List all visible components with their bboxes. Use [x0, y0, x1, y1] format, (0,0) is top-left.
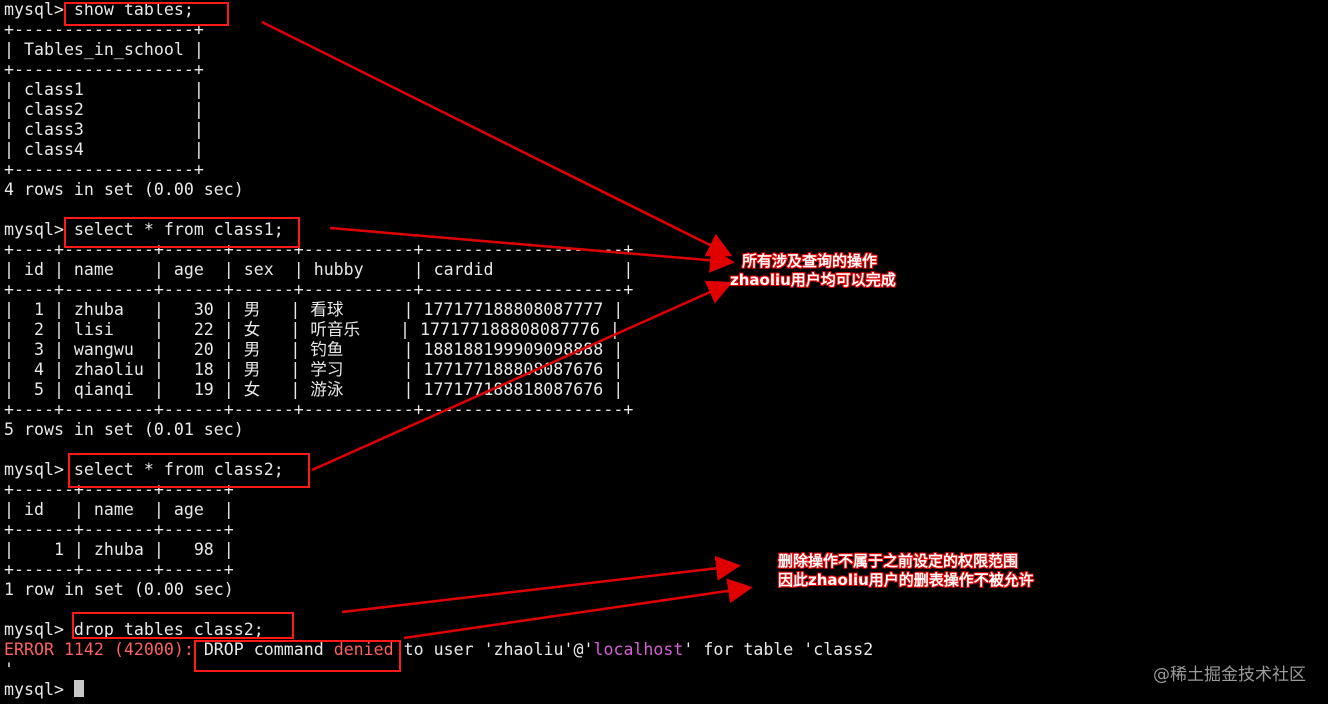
highlight-box-select-class1: [64, 217, 300, 248]
terminal-line: +----+---------+------+------+----------…: [4, 280, 634, 299]
terminal-line: +----+---------+------+------+----------…: [4, 240, 634, 259]
terminal-line: +----+---------+------+------+----------…: [4, 400, 634, 419]
terminal-line: | 5 | qianqi | 19 | 女 | 游泳 | 17717718881…: [4, 380, 624, 399]
arrow-2: [329, 226, 735, 273]
error-table-text: ' for table 'class2: [683, 640, 874, 659]
terminal-line: +------+-------+------+: [4, 560, 234, 579]
terminal-line: | class2 |: [4, 100, 204, 119]
prompt-line[interactable]: mysql>: [4, 680, 84, 700]
prompt: mysql>: [4, 680, 74, 699]
highlight-box-show-tables: [64, 2, 229, 26]
arrow-1: [261, 20, 733, 257]
terminal-line: | 3 | wangwu | 20 | 男 | 钓鱼 | 18818819990…: [4, 340, 624, 359]
terminal-line: | class1 |: [4, 80, 204, 99]
arrow-3: [311, 280, 733, 472]
watermark: @稀土掘金技术社区: [1153, 665, 1306, 685]
terminal-line: mysql> select * from class1;: [4, 220, 284, 239]
terminal-line: | 4 | zhaoliu | 18 | 男 | 学习 | 1771771888…: [4, 360, 624, 379]
terminal-line: mysql> show tables;: [4, 0, 194, 19]
terminal-line: | class3 |: [4, 120, 204, 139]
terminal-line: | class4 |: [4, 140, 204, 159]
terminal-line: | 1 | zhuba | 98 |: [4, 540, 234, 559]
highlight-box-drop-denied: [194, 640, 401, 672]
error-line: ERROR 1142 (42000): DROP command denied …: [4, 640, 873, 660]
error-code: ERROR 1142 (42000):: [4, 640, 194, 659]
terminal-line: +------------------+: [4, 60, 204, 79]
terminal-line: +------+-------+------+: [4, 480, 234, 499]
note-drop-denied-line2: 因此zhaoliu用户的删表操作不被允许: [778, 571, 1034, 589]
highlight-box-select-class2: [68, 453, 310, 488]
cursor: [73, 680, 84, 697]
note-query-ok-line2: zhaoliu用户均可以完成: [730, 271, 896, 289]
arrow-5: [403, 578, 753, 640]
error-tail: ': [4, 660, 14, 679]
terminal-line: | Tables_in_school |: [4, 40, 204, 59]
terminal-line: | 2 | lisi | 22 | 女 | 听音乐 | 177177188808…: [4, 320, 620, 339]
error-user-text: to user 'zhaoliu'@': [393, 640, 594, 659]
terminal-line: | id | name | age | sex | hubby | cardid…: [4, 260, 634, 279]
terminal-line: +------+-------+------+: [4, 520, 234, 539]
error-drop-text: DROP command: [193, 640, 334, 659]
terminal-line: +------------------+: [4, 160, 204, 179]
terminal-line: mysql> select * from class2;: [4, 460, 284, 479]
error-host-text: localhost: [593, 640, 684, 659]
terminal-line: mysql> drop tables class2;: [4, 620, 264, 639]
note-drop-denied-line1: 删除操作不属于之前设定的权限范围: [778, 552, 1019, 570]
terminal-line: | id | name | age |: [4, 500, 234, 519]
terminal-line: 5 rows in set (0.01 sec): [4, 420, 244, 439]
note-query-ok-line1: 所有涉及查询的操作: [742, 252, 878, 270]
terminal-line: | 1 | zhuba | 30 | 男 | 看球 | 177177188808…: [4, 300, 624, 319]
arrow-4: [341, 555, 741, 614]
terminal-line: 1 row in set (0.00 sec): [4, 580, 234, 599]
highlight-box-drop-tables: [72, 612, 294, 639]
error-denied-text: denied: [333, 640, 394, 659]
terminal-line: 4 rows in set (0.00 sec): [4, 180, 244, 199]
